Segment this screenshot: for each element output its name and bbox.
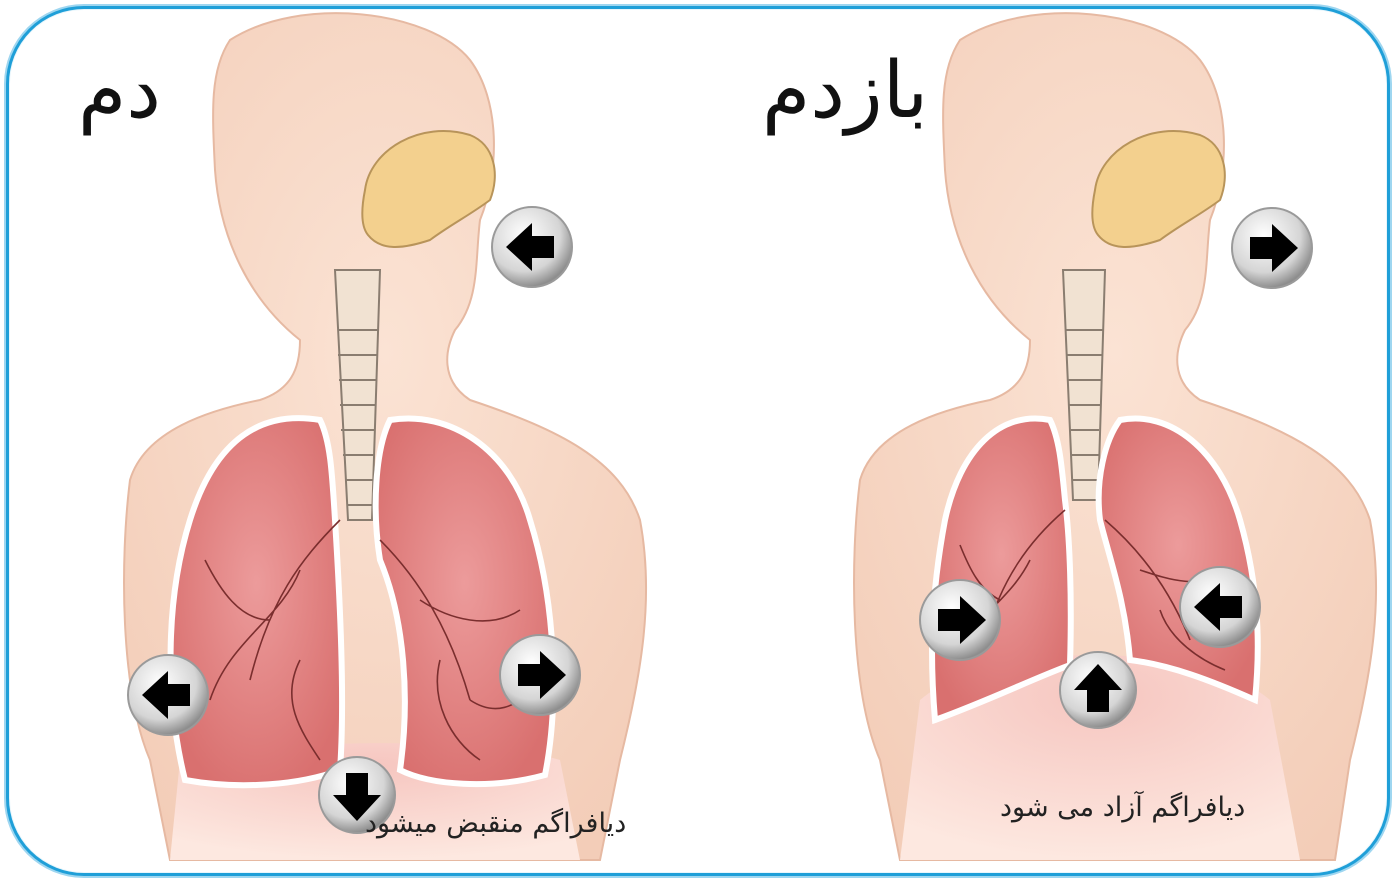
inhale-caption: دیافراگم منقبض میشود xyxy=(365,808,626,839)
exhale-caption: دیافراگم آزاد می شود xyxy=(1000,792,1245,823)
inhale-arrow-nose xyxy=(492,207,572,287)
exhale-arrow-lung-right xyxy=(1180,567,1260,647)
inhale-panel xyxy=(124,13,646,860)
inhale-arrow-lung-right xyxy=(500,635,580,715)
exhale-arrow-diaphragm xyxy=(1060,652,1136,728)
exhale-title: بازدم xyxy=(762,52,928,130)
inhale-arrow-lung-left xyxy=(128,655,208,735)
exhale-arrow-lung-left xyxy=(920,580,1000,660)
inhale-title: دم xyxy=(78,52,161,130)
exhale-panel xyxy=(854,13,1376,860)
exhale-arrow-nose xyxy=(1232,208,1312,288)
